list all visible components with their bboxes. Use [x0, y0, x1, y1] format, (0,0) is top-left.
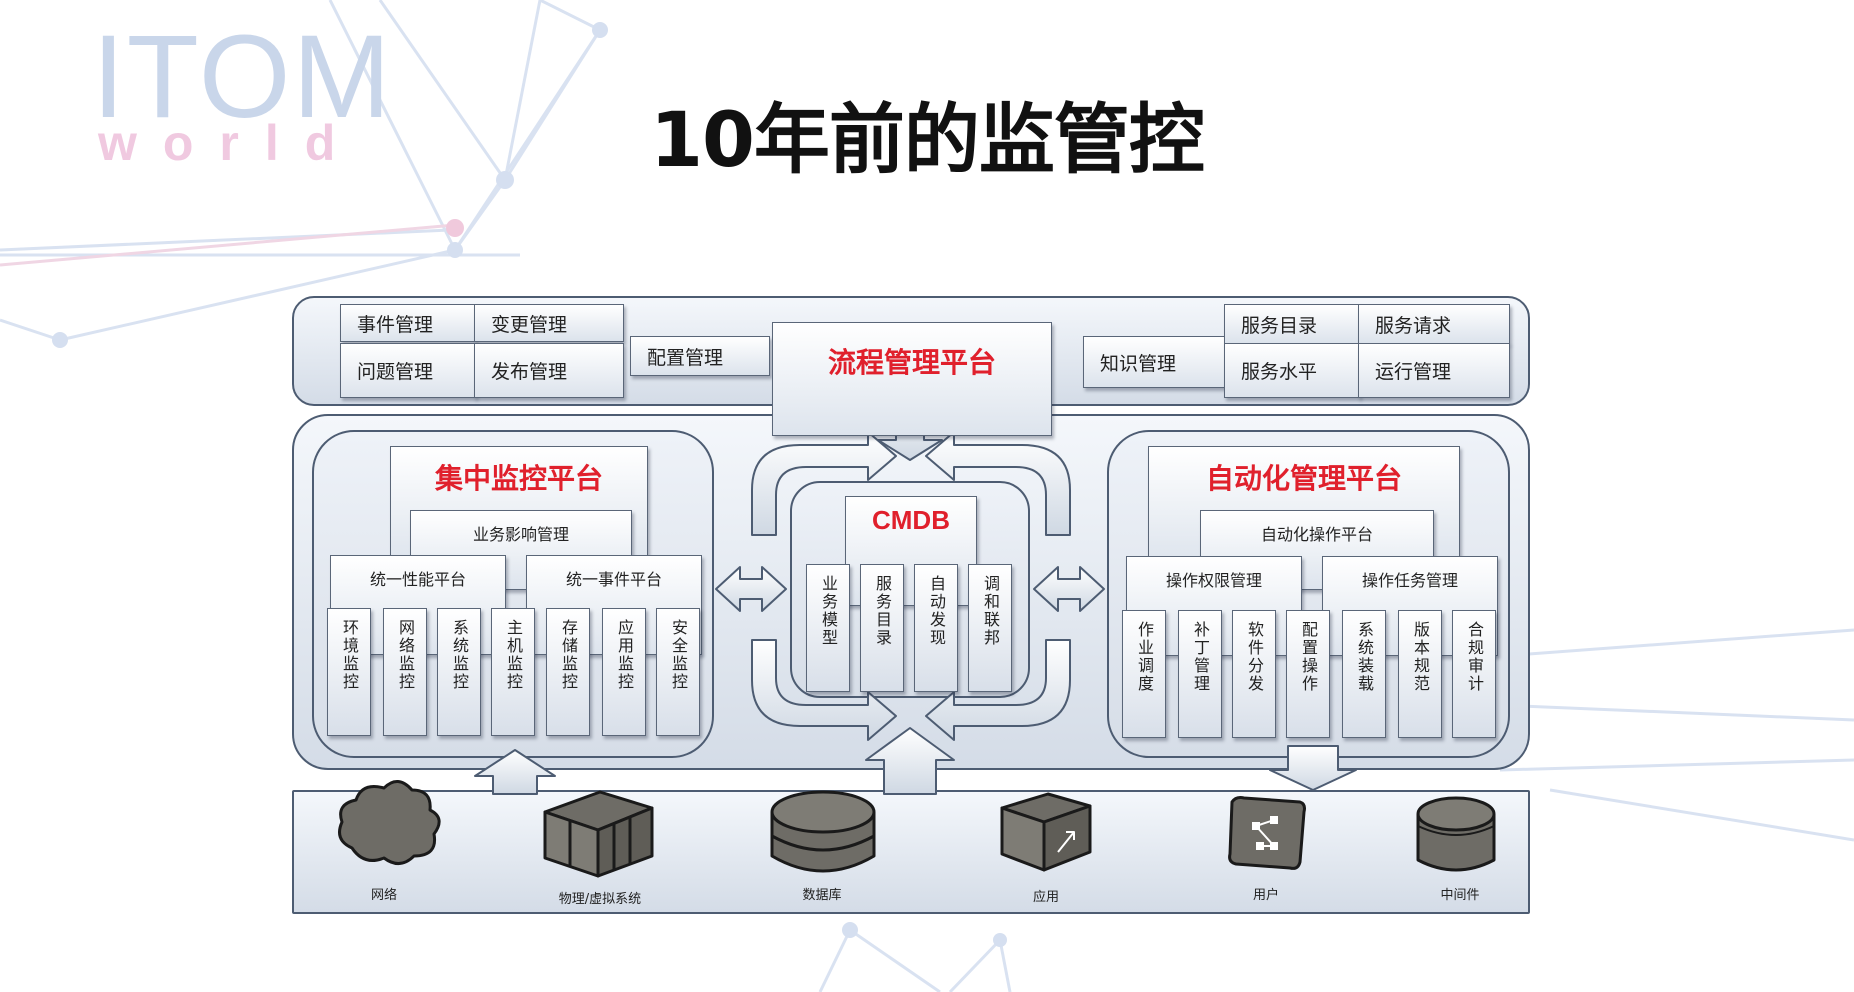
- process-item-knowledge: 知识管理: [1083, 336, 1227, 388]
- server-icon: [543, 790, 654, 878]
- cmdb-column-business-model: 业务模型: [806, 564, 850, 692]
- application-icon: [1000, 792, 1092, 872]
- process-item-config: 配置管理: [630, 336, 770, 376]
- monitor-column-system: 系统监控: [437, 608, 481, 736]
- monitor-column-env: 环境监控: [327, 608, 371, 736]
- auto-column-patch: 补丁管理: [1178, 610, 1222, 738]
- auto-column-job-scheduling: 作业调度: [1122, 610, 1166, 738]
- infra-panel: [292, 790, 1530, 914]
- infra-label-network: 网络: [370, 888, 397, 903]
- monitor-column-app: 应用监控: [602, 608, 646, 736]
- cmdb-column-service-catalog: 服务目录: [860, 564, 904, 692]
- process-item-service-catalog: 服务目录: [1224, 304, 1360, 344]
- infra-label-database: 数据库: [802, 888, 842, 903]
- infra-label-application: 应用: [1032, 890, 1059, 905]
- logo-itom: ITOM: [92, 11, 393, 143]
- process-item-release: 发布管理: [474, 343, 624, 398]
- process-item-service-request: 服务请求: [1358, 304, 1510, 344]
- auto-column-system-load: 系统装载: [1342, 610, 1386, 738]
- monitor-column-network: 网络监控: [383, 608, 427, 736]
- monitor-column-storage: 存储监控: [546, 608, 590, 736]
- monitor-column-host: 主机监控: [491, 608, 535, 736]
- process-item-service-level: 服务水平: [1224, 343, 1360, 398]
- auto-column-compliance: 合规审计: [1452, 610, 1496, 738]
- user-icon: [1228, 796, 1306, 870]
- logo-world: world: [98, 115, 362, 171]
- process-item-incident: 事件管理: [340, 304, 476, 342]
- database-icon: [770, 790, 876, 873]
- process-platform-title: 流程管理平台: [772, 322, 1052, 436]
- process-item-operations: 运行管理: [1358, 343, 1510, 398]
- auto-column-config-ops: 配置操作: [1286, 610, 1330, 738]
- infra-label-middleware: 中间件: [1440, 888, 1480, 903]
- auto-column-version-spec: 版本规范: [1398, 610, 1442, 738]
- cmdb-column-auto-discovery: 自动发现: [914, 564, 958, 692]
- auto-column-software-dist: 软件分发: [1232, 610, 1276, 738]
- infra-label-systems: 物理/虚拟系统: [558, 892, 642, 907]
- process-item-problem: 问题管理: [340, 343, 476, 398]
- monitor-column-security: 安全监控: [656, 608, 700, 736]
- page-title: 10年前的监管控: [650, 95, 1205, 184]
- business-impact-box: 业务影响管理: [410, 510, 632, 590]
- middleware-icon: [1416, 796, 1496, 872]
- cloud-icon: [338, 780, 441, 865]
- process-item-change: 变更管理: [474, 304, 624, 342]
- cmdb-column-reconcile: 调和联邦: [968, 564, 1012, 692]
- infra-label-user: 用户: [1252, 888, 1279, 903]
